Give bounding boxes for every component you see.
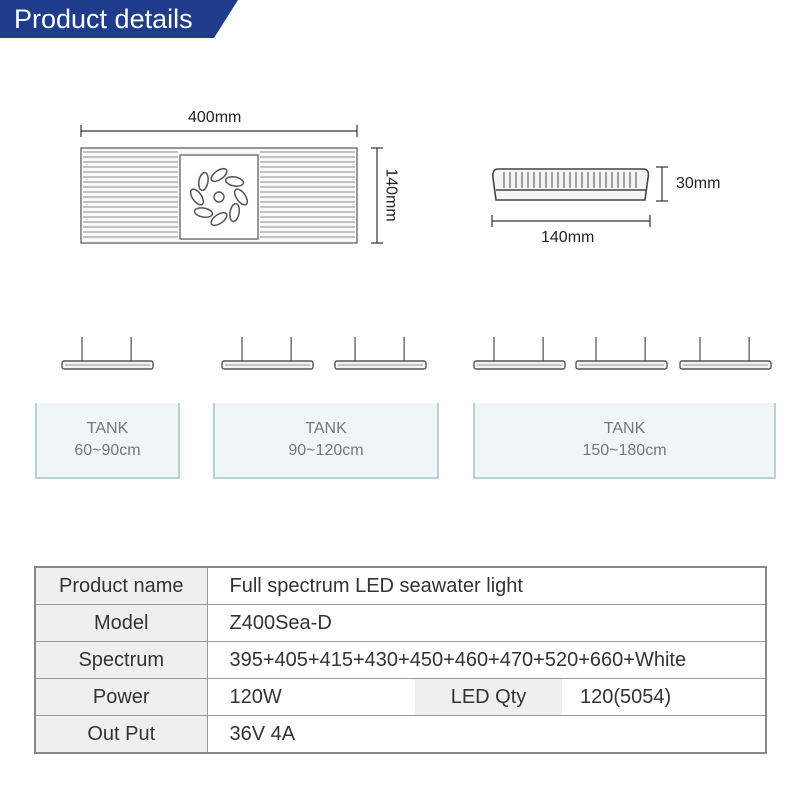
led-qty-label: LED Qty [415, 678, 562, 716]
tank-small: TANK 60~90cm [35, 403, 180, 479]
tank-medium: TANK 90~120cm [213, 403, 439, 479]
section-header: Product details [0, 0, 238, 38]
table-row: Spectrum 395+405+415+430+450+460+470+520… [35, 641, 767, 679]
tank-range: 60~90cm [74, 442, 141, 459]
output-value: 36V 4A [229, 722, 296, 745]
tank-range: 150~180cm [582, 442, 667, 459]
specs-table: Product name Full spectrum LED seawater … [34, 566, 768, 754]
tank-large: TANK 150~180cm [473, 403, 776, 479]
power-label: Power [35, 678, 208, 716]
depth-dimension-line [371, 147, 383, 244]
width-dimension-line [80, 125, 358, 137]
model-value: Z400Sea-D [207, 604, 767, 642]
depth-dimension-label: 140mm [382, 168, 400, 222]
tank-range: 90~120cm [288, 442, 364, 459]
dimension-drawing [61, 125, 772, 370]
output-label: Out Put [35, 715, 208, 753]
product-name-label: Product name [35, 567, 208, 605]
section-title: Product details [14, 4, 193, 34]
side-width-label: 140mm [541, 229, 595, 246]
fixture-top-view [80, 147, 358, 244]
model-label: Model [35, 604, 208, 642]
tank-label: TANK [603, 420, 646, 437]
power-value: 120W [207, 678, 415, 716]
table-row: Out Put 36V 4A [35, 715, 766, 753]
side-height-label: 30mm [676, 175, 721, 192]
hanging-fixtures [61, 337, 772, 370]
led-qty-value: 120(5054) [562, 678, 767, 716]
tank-label: TANK [305, 420, 347, 437]
table-row: Power 120W LED Qty 120(5054) [35, 678, 767, 716]
tank-label: TANK [86, 420, 129, 437]
table-row: Product name Full spectrum LED seawater … [35, 567, 767, 605]
fixture-side-view [492, 168, 650, 201]
spectrum-value: 395+405+415+430+450+460+470+520+660+Whit… [207, 641, 767, 679]
side-height-dimension-line [656, 166, 668, 202]
spectrum-label: Spectrum [35, 641, 208, 679]
product-name-value: Full spectrum LED seawater light [207, 567, 767, 605]
width-dimension-label: 400mm [188, 109, 242, 126]
table-row: Model Z400Sea-D [35, 604, 767, 642]
side-width-dimension-line [491, 215, 651, 227]
